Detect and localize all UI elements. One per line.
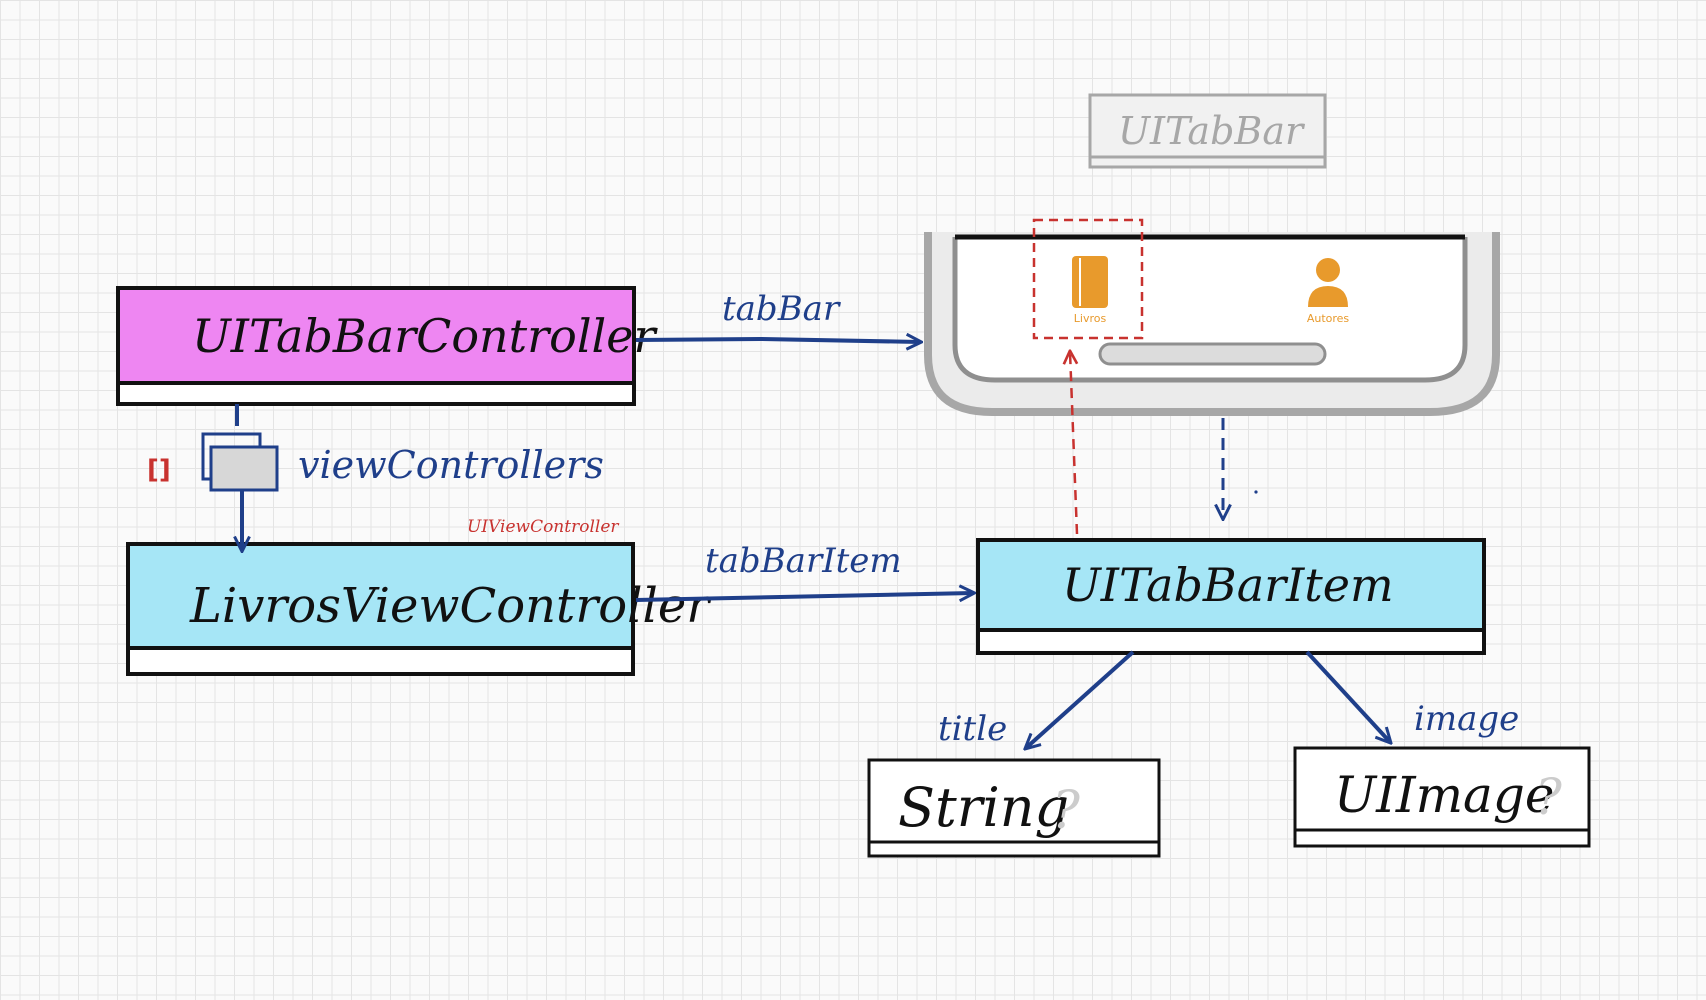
livros-view-controller-label: LivrosViewController [189, 578, 712, 634]
tabbar-edge: tabBar [635, 289, 920, 342]
home-indicator [1098, 342, 1327, 366]
book-icon [1072, 256, 1108, 308]
string-optional-mark: ? [1052, 781, 1081, 841]
uiimage-optional-mark: ? [1535, 768, 1563, 826]
tabbar-item-edge: tabBarItem [635, 541, 973, 600]
uiviewcontroller-note: UIViewController [467, 517, 619, 537]
title-edge: title [938, 650, 1135, 749]
tab-item-livros[interactable]: Livros [1072, 256, 1108, 325]
view-controllers-label: viewControllers [298, 443, 604, 487]
uitabbar-item-label: UITabBarItem [1062, 558, 1394, 612]
image-edge-label: image [1414, 699, 1519, 739]
title-edge-label: title [938, 709, 1007, 749]
tabbar-mock: Livros Autores [924, 218, 1500, 416]
tabbar-controller-label: UITabBarController [192, 309, 658, 363]
selected-item-highlight [1032, 218, 1144, 340]
uiimage-label: UIImage [1334, 766, 1554, 824]
tab-item-autores[interactable]: Autores [1307, 258, 1350, 325]
tabbar-item-edge-label: tabBarItem [705, 541, 902, 581]
tabbar-controller-box: UITabBarController [116, 286, 658, 406]
stray-dot [1254, 490, 1258, 494]
array-marker: [] [147, 455, 171, 485]
image-edge: image [1305, 650, 1519, 742]
string-box: String ? [867, 758, 1161, 858]
tabbar-edge-label: tabBar [722, 289, 841, 329]
string-label: String [898, 776, 1069, 839]
item-to-tab-dashed-arrow [1070, 352, 1077, 535]
livros-view-controller-box: LivrosViewController [126, 542, 712, 676]
view-controllers-edge: [] viewControllers [147, 404, 604, 550]
tab-item-autores-label: Autores [1307, 312, 1350, 325]
stack-icon-front [209, 445, 279, 492]
uitabbar-label-box: UITabBar [1088, 93, 1327, 169]
uiimage-box: UIImage ? [1293, 746, 1591, 848]
tab-item-livros-label: Livros [1074, 312, 1107, 325]
uitabbar-label: UITabBar [1118, 109, 1306, 153]
person-icon [1308, 258, 1348, 307]
uitabbar-item-box: UITabBarItem [976, 538, 1486, 655]
